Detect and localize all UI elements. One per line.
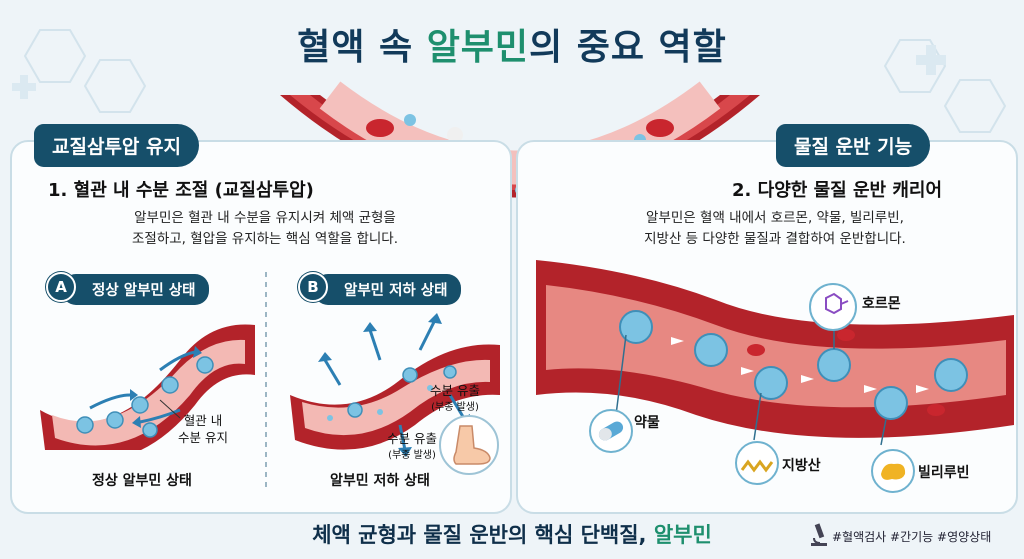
drug-icon xyxy=(589,409,633,453)
low-albumin-vessel-illustration xyxy=(290,313,500,457)
fatty-acid-label: 지방산 xyxy=(782,458,821,474)
case-b-leak-annotation-2: 수분 유출 (부종 발생) xyxy=(387,431,437,461)
case-a-label: 정상 알부민 상태 xyxy=(62,274,210,305)
right-panel-description: 알부민은 혈액 내에서 호르몬, 약물, 빌리루빈, 지방산 등 다양한 물질과… xyxy=(644,210,906,247)
hormone-icon xyxy=(809,283,857,331)
left-panel-description: 알부민은 혈관 내 수분을 유지시켜 체액 균형을 조절하고, 혈압을 유지하는… xyxy=(131,210,399,247)
case-b-label: 알부민 저하 상태 xyxy=(314,274,462,305)
left-panel xyxy=(10,140,512,514)
footer-tagline: 체액 균형과 물질 운반의 핵심 단백질, 알부민 xyxy=(312,523,712,547)
page-title: 혈액 속 알부민의 중요 역할 xyxy=(297,27,727,68)
fatty-acid-icon xyxy=(735,441,779,485)
case-divider xyxy=(265,272,267,492)
left-panel-tag: 교질삼투압 유지 xyxy=(34,124,199,167)
swollen-foot-icon xyxy=(439,415,499,475)
case-a-badge: A xyxy=(46,272,76,302)
normal-vessel-illustration xyxy=(40,324,255,450)
microscope-icon xyxy=(811,523,827,546)
hormone-label: 호르몬 xyxy=(862,296,901,312)
case-b-badge: B xyxy=(298,272,328,302)
case-b-leak-annotation-1: 수분 유출 (부종 발생) xyxy=(430,383,480,413)
carrier-vessel-illustration xyxy=(536,260,1014,446)
bilirubin-label: 빌리루빈 xyxy=(918,465,970,481)
drug-label: 약물 xyxy=(634,415,660,431)
case-a-caption: 정상 알부민 상태 xyxy=(92,473,192,489)
left-panel-subtitle: 1. 혈관 내 수분 조절 (교질삼투압) xyxy=(48,180,314,201)
hashtags: #혈액검사 #간기능 #영양상태 xyxy=(832,530,992,544)
bilirubin-icon xyxy=(871,449,915,493)
case-b-caption: 알부민 저하 상태 xyxy=(330,473,430,489)
right-panel-tag: 물질 운반 기능 xyxy=(776,124,931,167)
right-panel-subtitle: 2. 다양한 물질 운반 캐리어 xyxy=(732,180,943,201)
case-a-annotation: 혈관 내 수분 유지 xyxy=(178,413,228,445)
